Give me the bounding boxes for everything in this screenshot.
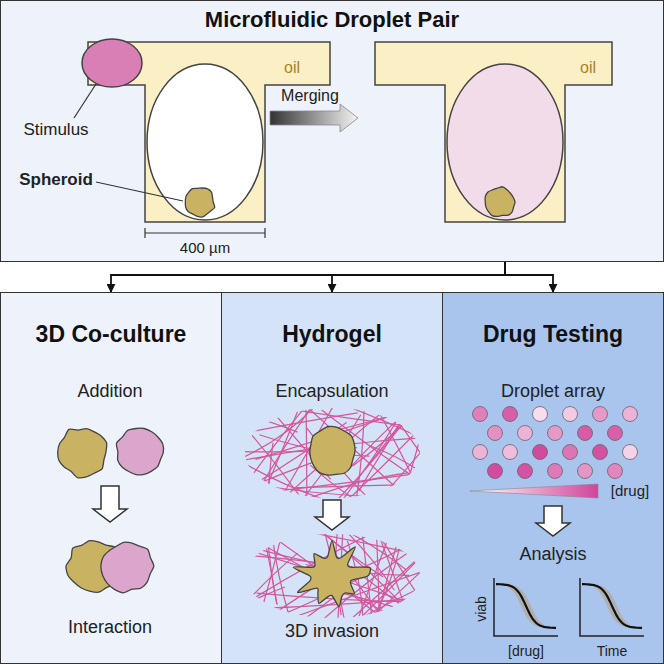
branch-arrow	[505, 262, 553, 292]
step-arrow	[536, 506, 570, 536]
dimension-line	[145, 228, 265, 238]
spheroid	[185, 188, 214, 217]
array-droplet	[473, 407, 488, 422]
branch-arrow	[332, 262, 505, 292]
application-panel: Hydrogel	[221, 292, 443, 664]
spheroid	[310, 427, 355, 476]
leader-line	[74, 84, 96, 118]
response-plot	[494, 578, 558, 636]
array-droplet	[473, 445, 488, 460]
array-droplet	[578, 426, 593, 441]
stimulus-label: Stimulus	[23, 121, 88, 140]
step-arrow	[93, 486, 127, 522]
response-plot	[580, 578, 644, 636]
merged-droplet	[447, 64, 563, 220]
top-panel: Microfluidic Droplet Pair	[0, 0, 664, 262]
spheroid	[58, 429, 107, 478]
step-arrow	[315, 500, 349, 530]
array-droplet	[623, 445, 638, 460]
oil-label: oil	[580, 59, 596, 77]
array-droplet	[593, 445, 608, 460]
leader-line	[96, 182, 183, 201]
step-label: Analysis	[519, 545, 586, 565]
array-droplet	[563, 445, 578, 460]
oil-label: oil	[284, 59, 300, 77]
step-label: Interaction	[68, 618, 152, 638]
axis-label: viab	[474, 596, 489, 622]
array-droplet	[608, 464, 623, 479]
step-label: 3D invasion	[285, 622, 379, 642]
panel-heading: 3D Co-culture	[1, 321, 221, 348]
step-label: Encapsulation	[275, 382, 388, 402]
panel-heading: Hydrogel	[222, 321, 442, 348]
array-droplet	[533, 445, 548, 460]
axis-label: [drug]	[611, 483, 649, 500]
stimulus-droplet	[82, 39, 142, 87]
spheroid	[293, 541, 370, 607]
array-droplet	[503, 445, 518, 460]
array-droplet	[548, 426, 563, 441]
array-droplet	[518, 464, 533, 479]
spheroid	[116, 428, 163, 475]
spheroid-label: Spheroid	[19, 171, 93, 190]
step-label: Droplet array	[501, 382, 605, 402]
spheroid	[101, 542, 154, 593]
hydrogel-mesh	[159, 325, 506, 560]
array-droplet	[488, 426, 503, 441]
panel-ground	[221, 292, 443, 664]
panel-ground	[0, 292, 222, 664]
hydrogel-mesh	[156, 442, 489, 664]
array-droplet	[578, 464, 593, 479]
oil-channel	[375, 42, 612, 222]
axis-label: [drug]	[508, 644, 544, 659]
merging-arrow	[270, 104, 358, 132]
dimension-label: 400 µm	[180, 240, 230, 257]
axis-label: Time	[597, 644, 628, 659]
array-droplet	[488, 464, 503, 479]
step-label: Addition	[77, 382, 142, 402]
branch-arrow	[111, 262, 505, 292]
array-droplet	[563, 407, 578, 422]
array-droplet	[533, 407, 548, 422]
step-label: Merging	[281, 87, 339, 105]
concentration-wedge	[470, 484, 598, 498]
array-droplet	[593, 407, 608, 422]
array-droplet	[548, 464, 563, 479]
array-droplet	[608, 426, 623, 441]
array-droplet	[623, 407, 638, 422]
array-droplet	[518, 426, 533, 441]
panel-heading: Microfluidic Droplet Pair	[1, 7, 663, 33]
panel-heading: Drug Testing	[443, 321, 663, 348]
spheroid	[485, 187, 515, 217]
panel-ground	[442, 292, 664, 664]
panel-ground	[0, 0, 664, 262]
array-droplet	[503, 407, 518, 422]
application-panel: 3D Co-culture	[0, 292, 222, 664]
